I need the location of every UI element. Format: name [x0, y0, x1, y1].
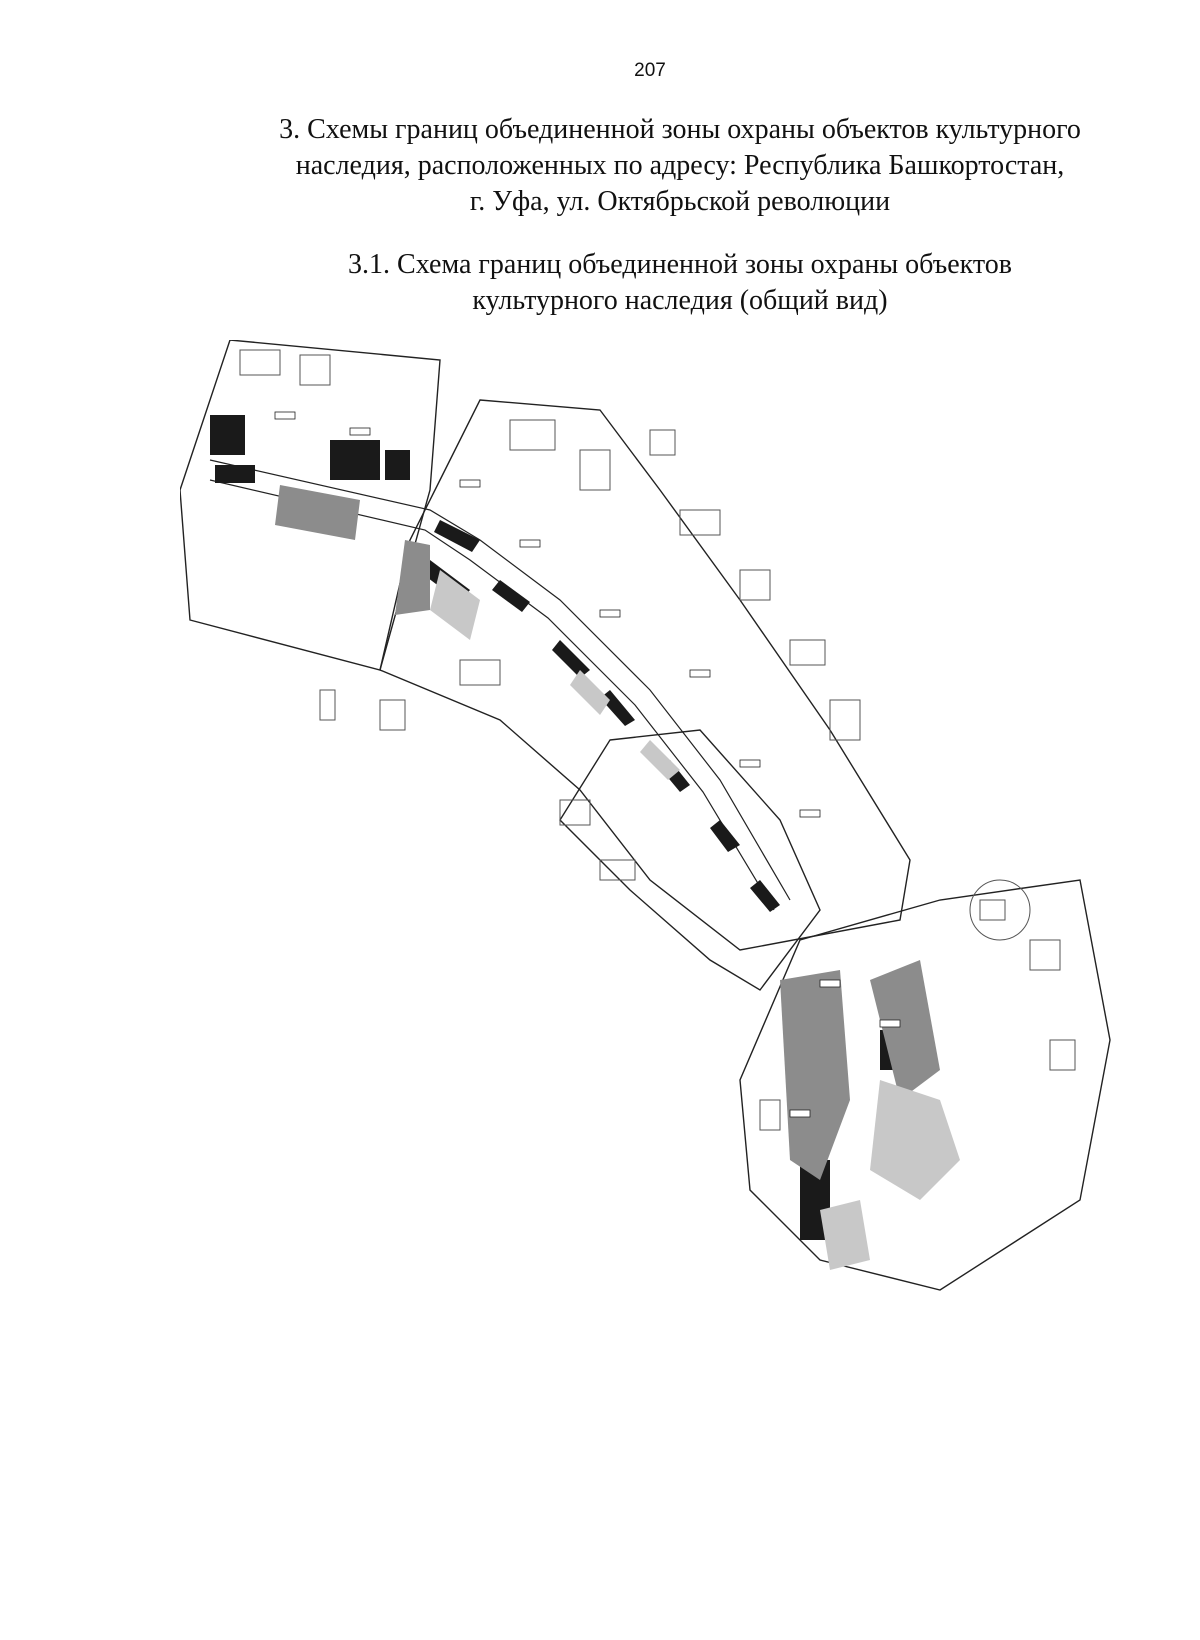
zone-boundary-scheme-map: [180, 340, 1140, 1390]
section-title-line: г. Уфа, ул. Октябрьской революции: [469, 186, 891, 217]
subsection-title-line: 3.1. Схема границ объединенной зоны охра…: [348, 249, 1012, 280]
page-number: 207: [634, 60, 666, 81]
zone-boundaries: [180, 340, 1111, 1291]
section-title-line: наследия, расположенных по адресу: Респу…: [295, 150, 1065, 181]
parcel-labels: [274, 411, 901, 1118]
zone-mid: [275, 485, 940, 1180]
main-street: [209, 459, 791, 911]
map-drawing: [180, 340, 1111, 1291]
building-outlines: [239, 349, 1076, 1131]
subsection-title: 3.1. Схема границ объединенной зоны охра…: [180, 247, 1180, 319]
section-title: 3. Схемы границ объединенной зоны охраны…: [180, 112, 1180, 220]
zone-light: [430, 570, 960, 1270]
subsection-title-line: культурного наследия (общий вид): [472, 285, 888, 316]
section-title-line: 3. Схемы границ объединенной зоны охраны…: [279, 114, 1081, 145]
